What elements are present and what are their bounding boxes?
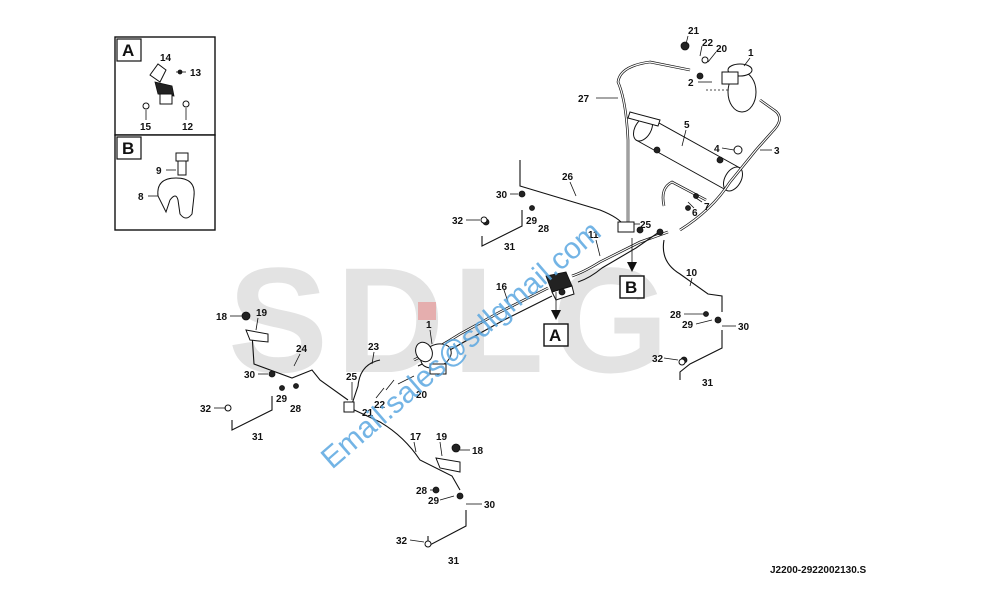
inset-a-part-12: 12: [182, 122, 194, 133]
svg-text:30: 30: [244, 370, 256, 381]
pipe-24: [251, 333, 349, 401]
pipe-31-bottom: [427, 510, 467, 547]
svg-text:A: A: [549, 326, 561, 345]
svg-text:18: 18: [216, 312, 228, 323]
pipe-31-upper: [481, 210, 523, 247]
view-tag-a: A: [543, 292, 569, 347]
svg-text:19: 19: [436, 432, 448, 443]
pipe-31-right: [679, 330, 723, 380]
inset-a-part-15: 15: [140, 122, 152, 133]
svg-text:28: 28: [670, 310, 682, 321]
callouts: 21 22 20 1 2 27 5 4 3 26 30 29 28 32 31 …: [200, 26, 780, 567]
svg-text:28: 28: [290, 404, 302, 415]
svg-text:30: 30: [738, 322, 750, 333]
pipe-7: [661, 180, 707, 207]
inset-a-part-14: 14: [160, 53, 172, 64]
watermark-brand: SDLG: [228, 236, 677, 404]
svg-text:18: 18: [472, 446, 484, 457]
svg-text:24: 24: [296, 344, 308, 355]
svg-text:23: 23: [368, 342, 380, 353]
svg-text:29: 29: [276, 394, 288, 405]
svg-text:31: 31: [252, 432, 264, 443]
svg-text:21: 21: [688, 26, 700, 37]
svg-text:2: 2: [688, 78, 694, 89]
brake-valve: [545, 271, 575, 301]
svg-text:11: 11: [588, 230, 599, 241]
accumulator-top: [680, 41, 757, 113]
svg-text:31: 31: [504, 242, 516, 253]
svg-text:20: 20: [416, 390, 428, 401]
svg-text:22: 22: [374, 400, 386, 411]
drawing-code: J2200-2922002130.S: [770, 565, 867, 576]
svg-text:30: 30: [496, 190, 508, 201]
pipe-10: [662, 239, 723, 312]
svg-text:19: 19: [256, 308, 268, 319]
view-tag-b: B: [619, 238, 645, 299]
svg-text:29: 29: [526, 216, 538, 227]
svg-text:B: B: [625, 278, 637, 297]
inset-a: A 14 13 15 12: [114, 36, 216, 136]
svg-text:22: 22: [702, 38, 714, 49]
accumulator-center: [415, 341, 452, 375]
pipe-23: [345, 359, 381, 411]
pipe-31-left: [231, 396, 273, 431]
svg-text:20: 20: [716, 44, 728, 55]
svg-text:30: 30: [484, 500, 496, 511]
svg-text:25: 25: [346, 372, 358, 383]
svg-text:4: 4: [714, 144, 720, 155]
svg-text:29: 29: [682, 320, 694, 331]
svg-text:21: 21: [362, 408, 374, 419]
watermark-red-mark: [418, 302, 436, 320]
svg-text:32: 32: [452, 216, 464, 227]
svg-text:25: 25: [640, 220, 652, 231]
svg-text:26: 26: [562, 172, 574, 183]
svg-text:5: 5: [684, 120, 690, 131]
svg-text:7: 7: [704, 202, 710, 213]
svg-text:27: 27: [578, 94, 590, 105]
svg-text:32: 32: [652, 354, 664, 365]
pipe-17: [349, 407, 461, 491]
svg-text:31: 31: [448, 556, 460, 567]
svg-text:3: 3: [774, 146, 780, 157]
inset-b-letter: B: [122, 139, 134, 158]
junction-block: [617, 221, 635, 233]
svg-text:16: 16: [496, 282, 508, 293]
svg-text:32: 32: [200, 404, 212, 415]
svg-text:1: 1: [748, 48, 754, 59]
inset-a-letter: A: [122, 41, 134, 60]
svg-text:1: 1: [426, 320, 432, 331]
svg-text:6: 6: [692, 208, 698, 219]
svg-text:29: 29: [428, 496, 440, 507]
svg-text:31: 31: [702, 378, 714, 389]
svg-text:32: 32: [396, 536, 408, 547]
inset-b-part-8: 8: [138, 192, 144, 203]
svg-text:28: 28: [538, 224, 550, 235]
inset-b: B 9 8: [114, 134, 216, 231]
inset-b-part-9: 9: [156, 166, 162, 177]
svg-text:10: 10: [686, 268, 698, 279]
svg-text:28: 28: [416, 486, 428, 497]
inset-a-part-13: 13: [190, 68, 202, 79]
svg-text:17: 17: [410, 432, 422, 443]
